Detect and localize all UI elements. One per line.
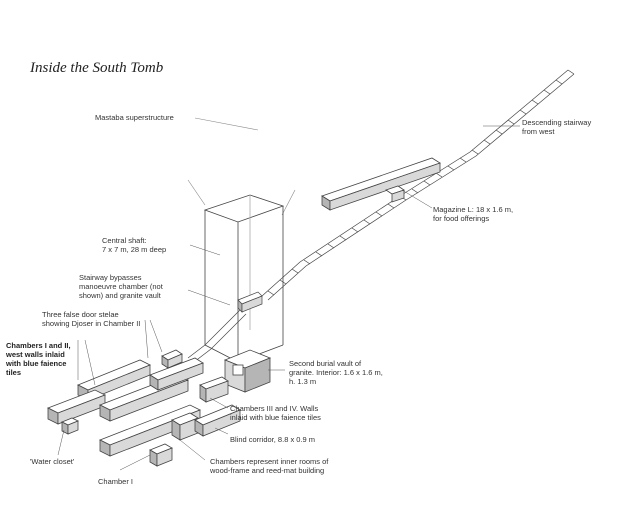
label-stairway-bypass: Stairway bypasses manoeuvre chamber (not…: [79, 273, 163, 300]
label-blind-corridor: Blind corridor, 8.8 x 0.9 m: [230, 435, 316, 444]
label-chambers-1-2: Chambers I and II, west walls inlaid wit…: [6, 341, 71, 377]
label-water-closet: 'Water closet': [30, 457, 75, 466]
leader-lines: [57, 125, 520, 471]
label-descending-stairway: Descending stairway from west: [522, 118, 592, 136]
label-wood-frame: Chambers represent inner rooms of wood-f…: [210, 457, 329, 475]
label-mastaba: Mastaba superstructure: [95, 113, 174, 122]
label-second-burial-vault: Second burial vault of granite. Interior…: [289, 359, 383, 386]
label-chambers-3-4: Chambers III and IV. Walls inlaid with b…: [230, 404, 321, 422]
label-chamber-1: Chamber I: [98, 477, 134, 486]
central-shaft: [203, 194, 285, 363]
magazine-l: [321, 157, 441, 211]
label-central-shaft: Central shaft: 7 x 7 m, 28 m deep: [102, 236, 167, 254]
label-magazine: Magazine L: 18 x 1.6 m, for food offerin…: [433, 205, 514, 223]
stairway-bypass: [187, 291, 263, 363]
chamber-complex: [47, 349, 241, 467]
mastaba-outline: [187, 117, 296, 216]
diagram-title: Inside the South Tomb: [30, 60, 164, 76]
label-false-door-stelae: Three false door stelae showing Djoser i…: [42, 310, 141, 328]
descending-stairway: [261, 69, 575, 301]
granite-vault: [223, 349, 272, 393]
